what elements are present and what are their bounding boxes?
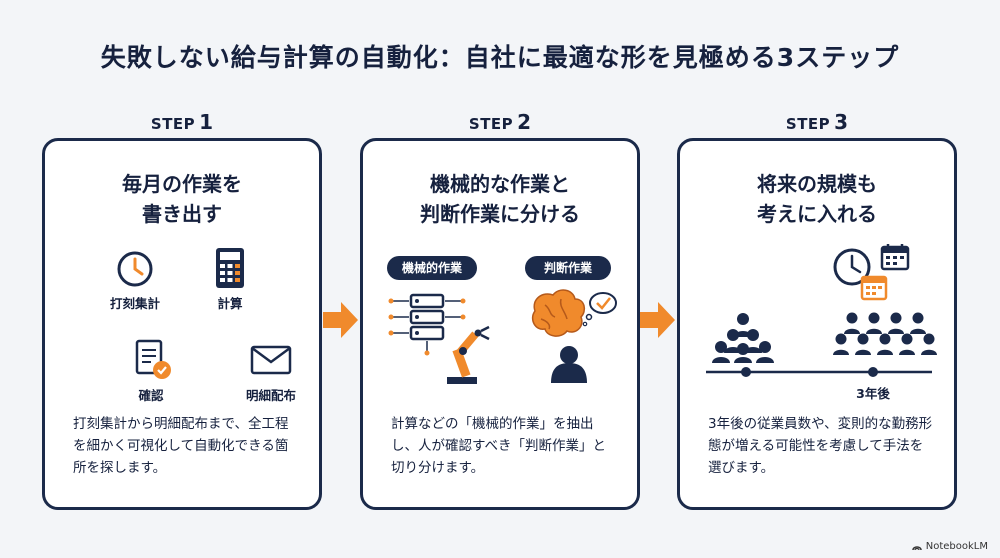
server-robot-arm-icon [388, 293, 490, 384]
step-1-description: 打刻集計から明細配布まで、全工程を細かく可視化して自動化できる箇所を探します。 [73, 416, 289, 476]
brain-person-icon [531, 289, 617, 383]
small-group-icon [712, 313, 774, 363]
clock-calendar-icon [833, 244, 910, 301]
clock-icon [117, 251, 153, 287]
step-3-description: 3年後の従業員数や、変則的な勤務形態が増える可能性を考慮して手法を選びます。 [708, 416, 933, 476]
notebooklm-icon [912, 545, 922, 550]
icon-label-calculation: 計算 [217, 296, 243, 311]
step-3-card: 将来の規模も考えに入れる [677, 138, 957, 510]
step-2-title: 機械的な作業と判断作業に分ける [420, 172, 580, 226]
step-1-card: 毎月の作業を書き出す 打刻集計 計算 確認 明細配布 打刻集計から明細配布まで、… [42, 138, 322, 510]
arrow-right-icon [640, 302, 675, 338]
timeline-label-3-years: 3年後 [856, 386, 890, 401]
calculator-icon [216, 248, 244, 288]
step-2-card: 機械的な作業と判断作業に分ける 機械的作業 判断作業 計算などの「機械的作業」を… [360, 138, 640, 510]
pill-judgment-work: 判断作業 [525, 256, 611, 280]
timeline [706, 367, 932, 377]
icon-label-payslip: 明細配布 [245, 388, 296, 403]
arrow-right-icon [323, 302, 358, 338]
step-1-title: 毎月の作業を書き出す [122, 172, 242, 226]
icon-label-timecard: 打刻集計 [109, 296, 160, 311]
step-2-description: 計算などの「機械的作業」を抽出し、人が確認すべき「判断作業」と切り分けます。 [391, 416, 607, 476]
large-group-icon [833, 312, 937, 355]
step-3-title: 将来の規模も考えに入れる [757, 172, 877, 226]
notebooklm-logo: NotebookLM [912, 541, 988, 552]
envelope-icon [250, 345, 292, 375]
icon-label-check: 確認 [138, 388, 164, 403]
page-title: 失敗しない給与計算の自動化：自社に最適な形を見極める3ステップ [100, 43, 900, 72]
document-check-icon [135, 339, 171, 379]
pill-mechanical-work: 機械的作業 [387, 256, 477, 280]
